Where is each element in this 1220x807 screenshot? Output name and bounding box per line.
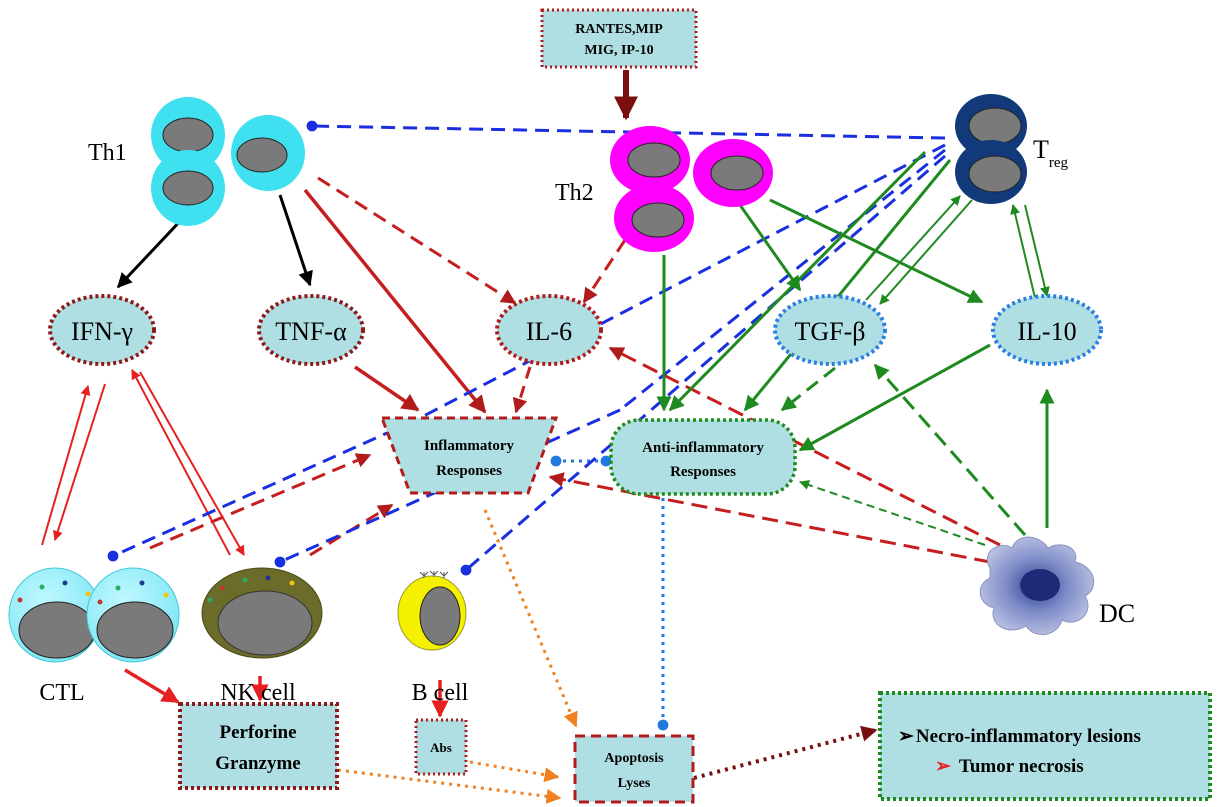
cytokine-tnf: TNF-α	[257, 294, 365, 366]
ctl-label: CTL	[39, 680, 84, 706]
treg-label: Treg	[1033, 135, 1069, 171]
bullet-2-icon: ➢	[935, 756, 952, 777]
lyses-label: Lyses	[618, 776, 651, 791]
outcome-item1: ➢Necro-inflammatory lesions	[898, 726, 1141, 747]
bullet-1-icon: ➢	[898, 726, 915, 747]
th2-label: Th2	[555, 180, 594, 206]
outcome-box: ➢Necro-inflammatory lesions ➢Tumor necro…	[878, 691, 1212, 801]
treg-main: T	[1033, 135, 1049, 164]
cytokine-tgf: TGF-β	[773, 294, 887, 366]
b-cell: B cell	[397, 570, 469, 706]
chemokine-line2: MIG, IP-10	[584, 43, 653, 58]
ifn-label: IFN-γ	[71, 317, 133, 346]
outcome-item1-text: Necro-inflammatory lesions	[916, 726, 1141, 747]
abs-box: Abs	[414, 718, 468, 776]
abs-label: Abs	[430, 740, 452, 755]
treg-cells: Treg	[955, 94, 1069, 204]
cytokine-ifn: IFN-γ	[48, 294, 156, 366]
anti-inflammatory-line2: Responses	[670, 464, 736, 480]
th1-label: Th1	[88, 140, 127, 166]
il6-label: IL-6	[526, 317, 572, 346]
outcome-item2-text: Tumor necrosis	[959, 756, 1084, 777]
dendritic-cell: DC	[979, 536, 1135, 635]
outcome-item2: ➢ Tumor necrosis	[935, 756, 1084, 777]
dc-label: DC	[1099, 599, 1135, 628]
tnf-label: TNF-α	[275, 317, 347, 346]
perforine-label: Perforine	[219, 722, 296, 743]
inflammatory-line2: Responses	[436, 463, 502, 479]
apoptosis-box: Apoptosis Lyses	[573, 734, 695, 804]
inflammatory-line1: Inflammatory	[424, 438, 514, 454]
th1-cells: Th1	[88, 97, 305, 226]
il10-label: IL-10	[1017, 317, 1076, 346]
granzyme-label: Granzyme	[215, 753, 300, 774]
tgf-label: TGF-β	[794, 317, 865, 346]
ctl-cells: CTL	[8, 567, 180, 706]
anti-inflammatory-responses-box: Anti-inflammatory Responses	[609, 418, 797, 496]
th2-cells: Th2	[555, 126, 773, 252]
cytokine-il6: IL-6	[495, 294, 603, 366]
chemokine-line1: RANTES,MIP	[575, 22, 663, 37]
treg-sub: reg	[1049, 155, 1069, 171]
perforine-granzyme-box: Perforine Granzyme	[178, 702, 339, 790]
cytokine-il10: IL-10	[991, 294, 1103, 366]
nk-cell: NK cell	[201, 567, 323, 706]
anti-inflammatory-line1: Anti-inflammatory	[642, 440, 764, 456]
apoptosis-label: Apoptosis	[604, 751, 664, 766]
inflammatory-responses-box: Inflammatory Responses	[379, 416, 559, 495]
bcell-label: B cell	[412, 680, 469, 706]
chemokine-box: RANTES,MIP MIG, IP-10	[540, 8, 698, 69]
nk-label: NK cell	[220, 680, 296, 706]
